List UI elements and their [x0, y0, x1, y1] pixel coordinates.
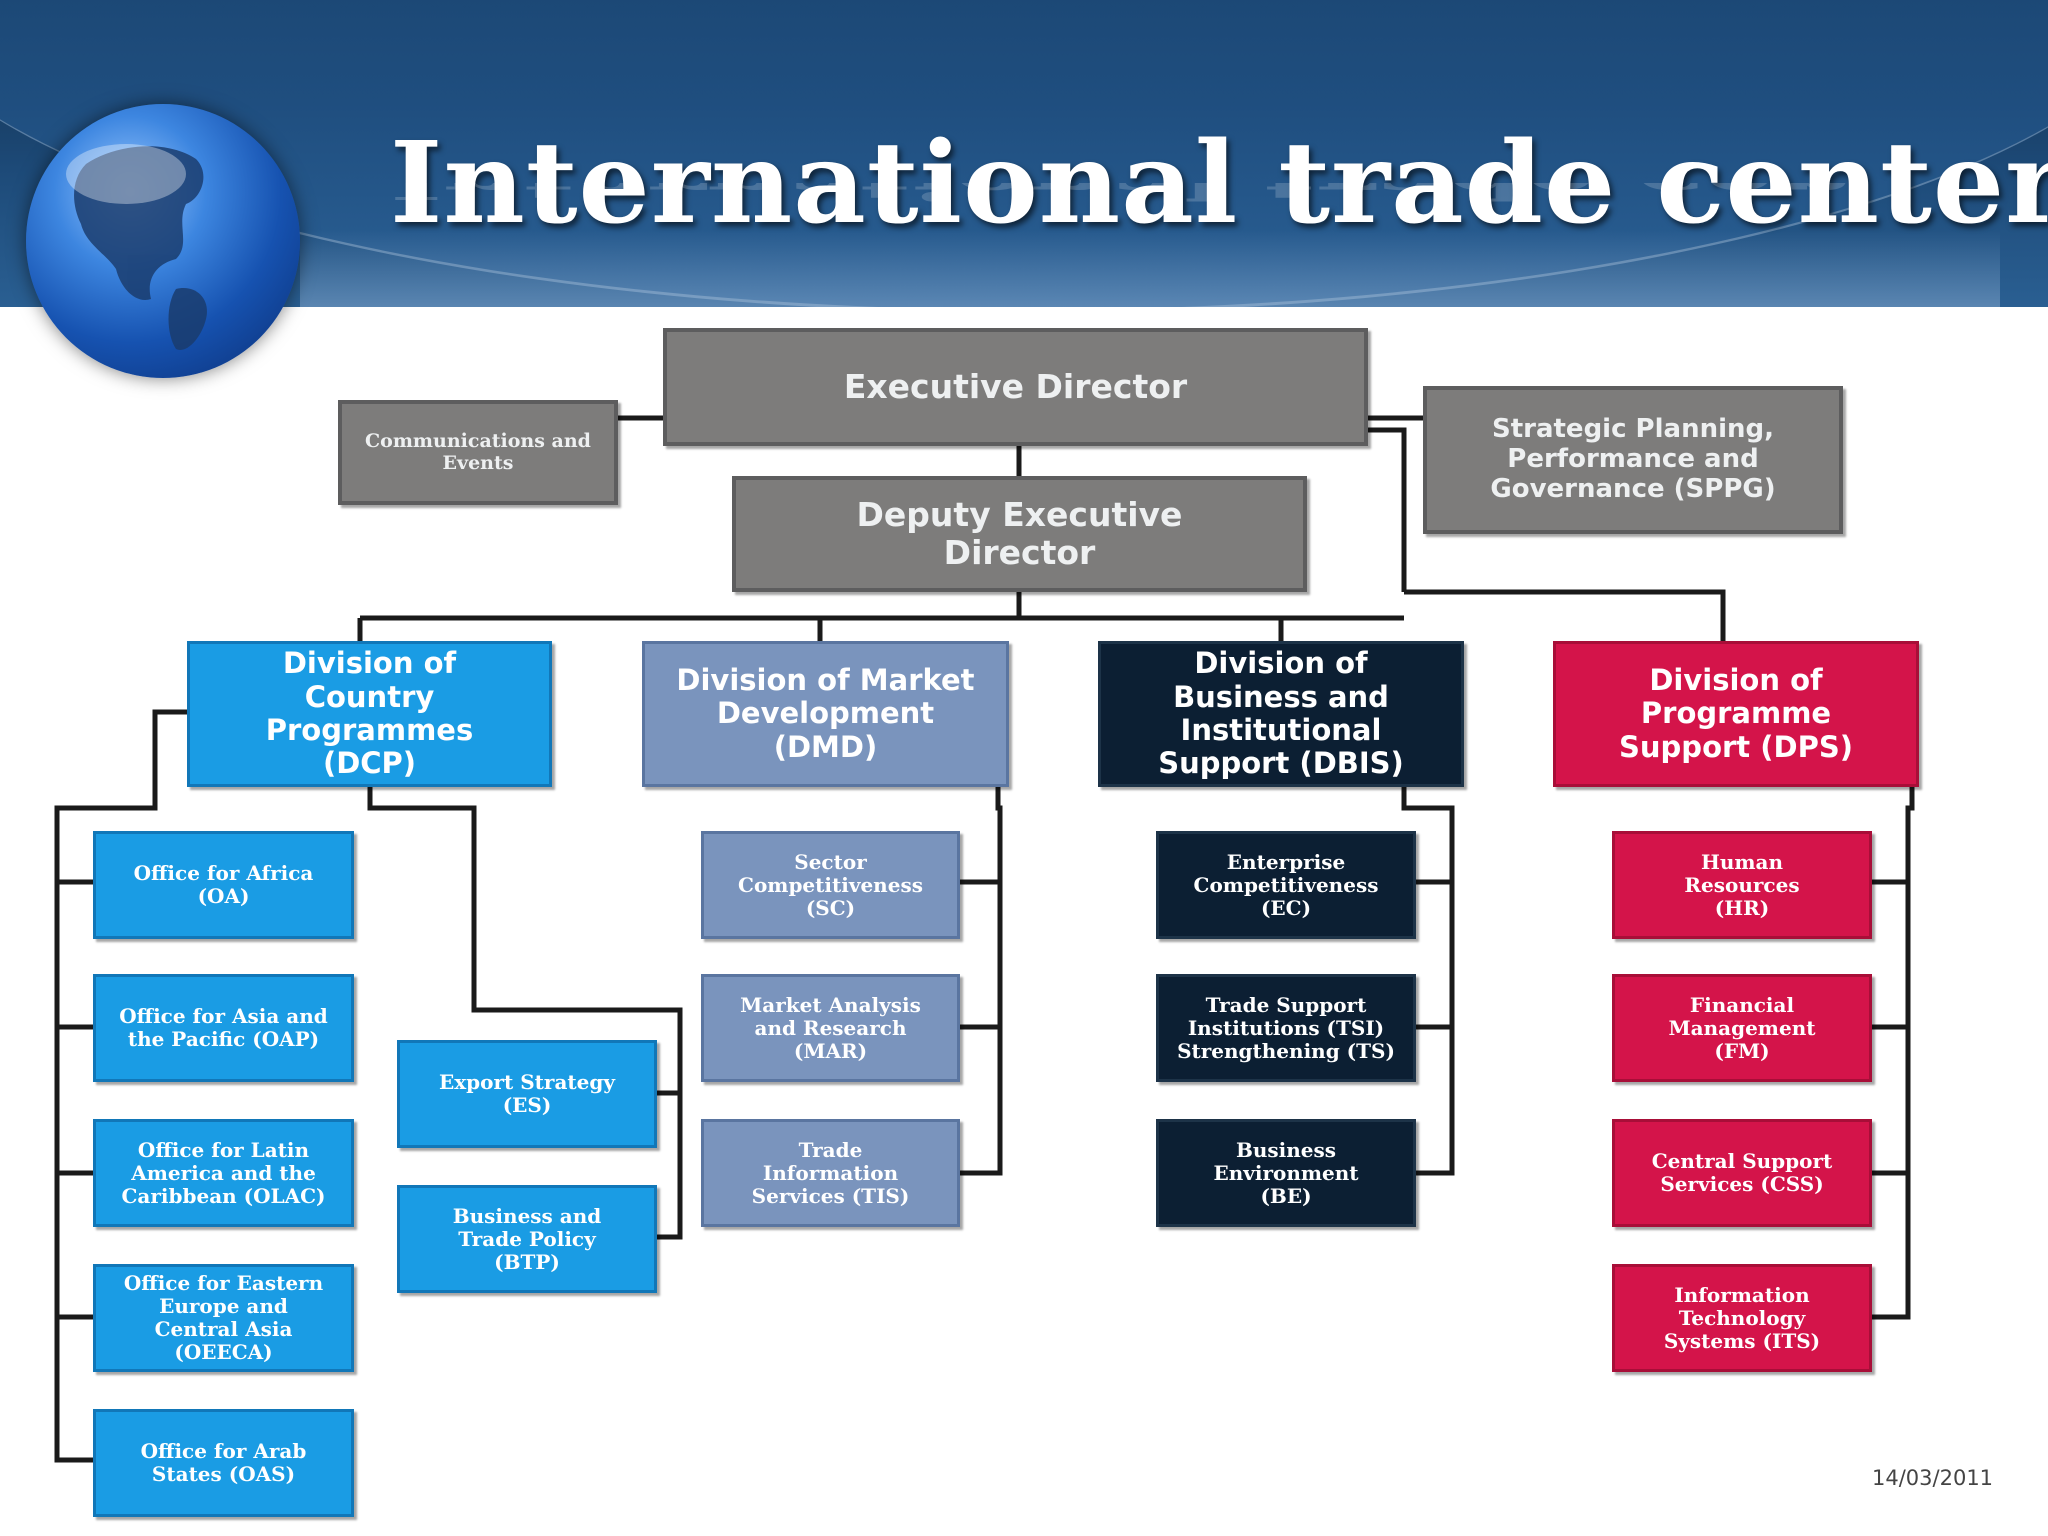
division-dbis-box: Division of Business and Institutional S…	[1098, 641, 1464, 787]
unit-oa-box: Office for Africa (OA)	[93, 831, 354, 939]
sppg-box: Strategic Planning, Performance and Gove…	[1423, 386, 1843, 534]
unit-mar-box: Market Analysis and Research (MAR)	[701, 974, 960, 1082]
division-dps-box: Division of Programme Support (DPS)	[1553, 641, 1919, 787]
unit-btp-box: Business and Trade Policy (BTP)	[397, 1185, 657, 1293]
unit-its-box: Information Technology Systems (ITS)	[1612, 1264, 1872, 1372]
division-dcp-box: Division of Country Programmes (DCP)	[187, 641, 552, 787]
unit-oas-box: Office for Arab States (OAS)	[93, 1409, 354, 1517]
slide-title: International trade center	[390, 118, 2048, 249]
executive-director-box: Executive Director	[663, 328, 1368, 446]
unit-css-box: Central Support Services (CSS)	[1612, 1119, 1872, 1227]
unit-ec-box: Enterprise Competitiveness (EC)	[1156, 831, 1416, 939]
header-glow	[300, 230, 2000, 307]
globe-icon	[26, 104, 300, 378]
communications-box: Communications and Events	[338, 400, 618, 505]
unit-oeeca-box: Office for Eastern Europe and Central As…	[93, 1264, 354, 1372]
unit-olac-box: Office for Latin America and the Caribbe…	[93, 1119, 354, 1227]
unit-ts-box: Trade Support Institutions (TSI) Strengt…	[1156, 974, 1416, 1082]
unit-fm-box: Financial Management (FM)	[1612, 974, 1872, 1082]
unit-hr-box: Human Resources (HR)	[1612, 831, 1872, 939]
deputy-director-box: Deputy Executive Director	[732, 476, 1307, 592]
division-dmd-box: Division of Market Development (DMD)	[642, 641, 1009, 787]
unit-be-box: Business Environment (BE)	[1156, 1119, 1416, 1227]
unit-es-box: Export Strategy (ES)	[397, 1040, 657, 1148]
unit-sc-box: Sector Competitiveness (SC)	[701, 831, 960, 939]
unit-oap-box: Office for Asia and the Pacific (OAP)	[93, 974, 354, 1082]
unit-tis-box: Trade Information Services (TIS)	[701, 1119, 960, 1227]
slide-date: 14/03/2011	[1872, 1466, 1994, 1490]
slide-header	[0, 0, 2048, 307]
